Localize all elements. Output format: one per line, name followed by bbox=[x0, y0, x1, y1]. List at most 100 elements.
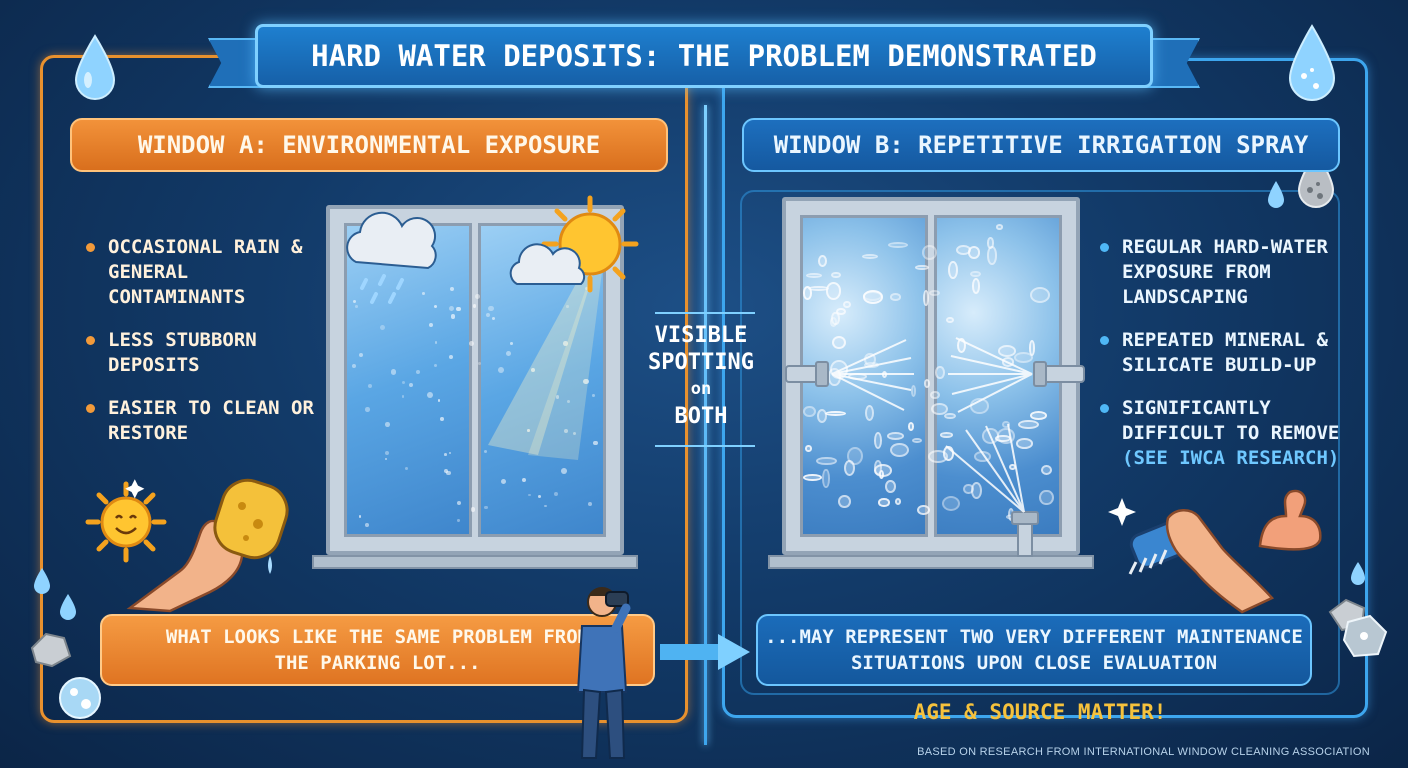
water-spot bbox=[440, 417, 445, 422]
mineral-deposit bbox=[874, 464, 893, 477]
water-spot bbox=[521, 477, 526, 482]
mineral-deposit bbox=[931, 403, 949, 416]
mineral-deposit bbox=[843, 301, 851, 309]
window-a-bullet: LESS STUBBORN DEPOSITS bbox=[86, 328, 326, 378]
center-line: SPOTTING bbox=[648, 350, 754, 375]
mineral-deposit bbox=[825, 281, 842, 300]
window-b-bullet: SIGNIFICANTLY DIFFICULT TO REMOVE(SEE IW… bbox=[1100, 396, 1370, 471]
mineral-deposit bbox=[806, 272, 822, 278]
water-spot bbox=[434, 363, 438, 367]
water-spot bbox=[448, 354, 454, 360]
window-a-left-pane bbox=[344, 223, 472, 537]
mineral-deposit bbox=[963, 483, 974, 495]
water-spot bbox=[587, 502, 592, 506]
water-spot bbox=[365, 407, 370, 412]
mineral-deposit bbox=[1029, 411, 1047, 421]
mineral-deposit bbox=[912, 438, 922, 444]
mineral-deposit bbox=[802, 405, 816, 418]
mineral-deposit bbox=[890, 293, 902, 301]
center-divider bbox=[704, 105, 707, 745]
window-b-mineral-deposits bbox=[802, 217, 1060, 535]
water-spot bbox=[470, 507, 476, 512]
mineral-deposit bbox=[837, 494, 851, 509]
water-spot bbox=[451, 314, 456, 319]
mineral-deposit bbox=[847, 447, 864, 466]
water-spot bbox=[563, 341, 569, 346]
mineral-deposit bbox=[832, 336, 847, 349]
water-spot bbox=[528, 493, 531, 496]
water-spot bbox=[457, 501, 461, 506]
water-spot bbox=[352, 299, 357, 304]
water-spot bbox=[449, 306, 455, 312]
mineral-deposit bbox=[997, 344, 1017, 357]
smiling-sun-icon bbox=[85, 481, 167, 563]
sponge-hand-icon bbox=[125, 478, 289, 613]
window-a-bullet: OCCASIONAL RAIN & GENERAL CONTAMINANTS bbox=[86, 235, 326, 310]
parking-lot-banner: WHAT LOOKS LIKE THE SAME PROBLEM FROM TH… bbox=[100, 614, 655, 686]
window-b-bullet-list: REGULAR HARD-WATER EXPOSURE FROM LANDSCA… bbox=[1100, 235, 1370, 489]
water-spot bbox=[483, 449, 488, 454]
mineral-deposit bbox=[1016, 438, 1033, 449]
mineral-deposit bbox=[957, 337, 967, 353]
mineral-deposit bbox=[818, 255, 828, 267]
water-spot bbox=[474, 293, 481, 300]
water-spot bbox=[428, 322, 433, 327]
water-spot bbox=[484, 505, 489, 510]
water-spot bbox=[422, 292, 425, 295]
mineral-deposit bbox=[929, 390, 940, 400]
mineral-deposit bbox=[973, 450, 992, 462]
mineral-deposit bbox=[831, 311, 840, 326]
mineral-deposit bbox=[816, 456, 837, 466]
water-spot bbox=[567, 400, 570, 404]
window-b-bullet-text: SIGNIFICANTLY DIFFICULT TO REMOVE bbox=[1122, 397, 1340, 444]
center-divider-line bbox=[655, 312, 755, 314]
sun-icon bbox=[541, 195, 639, 293]
water-spot bbox=[449, 451, 452, 455]
water-spot bbox=[444, 453, 448, 456]
water-spot bbox=[405, 467, 409, 471]
water-spot bbox=[582, 378, 589, 385]
mineral-deposit bbox=[946, 316, 954, 324]
water-spot bbox=[367, 383, 373, 389]
window-a-bullet-list: OCCASIONAL RAIN & GENERAL CONTAMINANTS L… bbox=[86, 235, 326, 464]
mineral-deposit bbox=[987, 246, 997, 265]
water-spot bbox=[566, 305, 569, 308]
water-spot bbox=[384, 450, 390, 456]
mineral-deposit bbox=[825, 411, 847, 417]
water-spot bbox=[352, 364, 357, 369]
mineral-deposit bbox=[805, 444, 812, 452]
mineral-deposit bbox=[917, 504, 930, 516]
age-source-tagline: AGE & SOURCE MATTER! bbox=[913, 700, 1167, 724]
mineral-deposit bbox=[894, 498, 901, 506]
window-a-light-spots bbox=[346, 225, 604, 535]
water-spot bbox=[472, 304, 477, 308]
sprinkler-icon bbox=[785, 337, 1085, 557]
center-line: VISIBLE bbox=[654, 323, 748, 348]
water-spot bbox=[438, 399, 441, 402]
mineral-drop-icon bbox=[1297, 150, 1335, 208]
water-drop-icon bbox=[1288, 24, 1336, 101]
water-spot bbox=[469, 341, 474, 347]
water-spot bbox=[526, 429, 530, 432]
mineral-deposit bbox=[886, 431, 904, 440]
research-credit: BASED ON RESEARCH FROM INTERNATIONAL WIN… bbox=[917, 746, 1370, 758]
mineral-deposit bbox=[862, 254, 879, 260]
water-spot bbox=[427, 392, 434, 399]
water-spot bbox=[585, 286, 589, 290]
water-drop-icon bbox=[1268, 181, 1284, 208]
mineral-deposit bbox=[1013, 351, 1034, 363]
mineral-rock-icon bbox=[1328, 562, 1388, 658]
water-spot bbox=[364, 523, 369, 528]
water-spot bbox=[510, 342, 514, 345]
water-spot bbox=[498, 366, 505, 373]
close-evaluation-banner: ...MAY REPRESENT TWO VERY DIFFERENT MAIN… bbox=[756, 614, 1312, 686]
mineral-deposit bbox=[836, 307, 846, 315]
water-spot bbox=[359, 353, 363, 358]
water-spot bbox=[544, 504, 547, 508]
water-spot bbox=[449, 287, 454, 291]
parking-lot-text: WHAT LOOKS LIKE THE SAME PROBLEM FROM TH… bbox=[165, 626, 590, 674]
mineral-deposit bbox=[802, 473, 822, 482]
water-spot bbox=[492, 317, 496, 321]
water-spot bbox=[355, 305, 359, 308]
mineral-deposit bbox=[967, 246, 981, 259]
